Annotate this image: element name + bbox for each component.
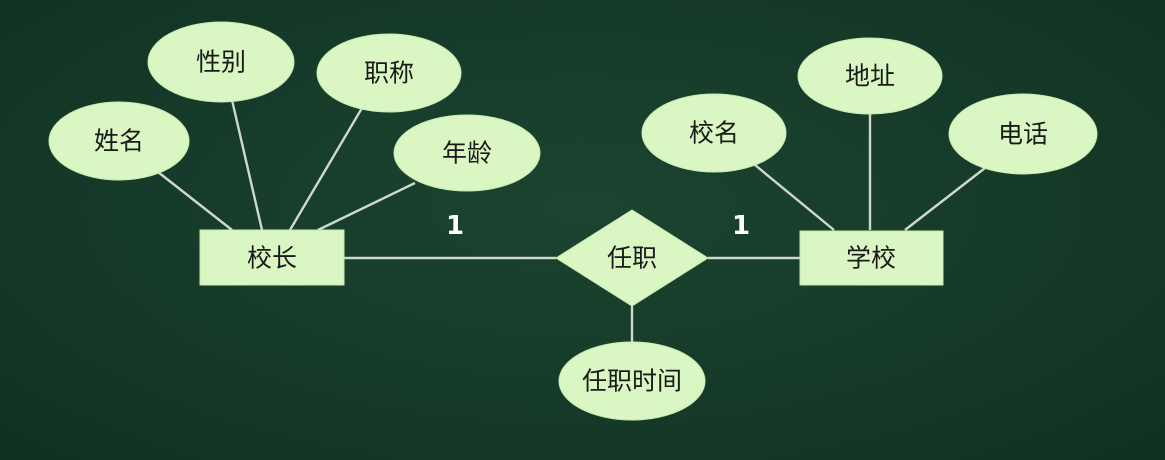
- relationship-group: 任职 任职时间 1 1: [446, 209, 750, 421]
- entity-principal-label: 校长: [247, 244, 297, 273]
- attribute-address-label: 地址: [845, 62, 895, 91]
- connector-gender-principal: [230, 99, 264, 231]
- connector-schoolname-school: [754, 164, 835, 231]
- attribute-name[interactable]: [48, 101, 190, 181]
- attribute-address[interactable]: [797, 37, 943, 115]
- relationship-label: 任职: [607, 244, 657, 273]
- attribute-school-name[interactable]: [641, 93, 787, 173]
- cardinality-right: 1: [732, 211, 750, 241]
- connector-name-principal: [157, 171, 233, 231]
- attribute-tenure-time-label: 任职时间: [582, 367, 682, 396]
- attribute-phone-label: 电话: [998, 120, 1048, 149]
- entity-school[interactable]: [799, 230, 944, 286]
- entity-school-label: 学校: [846, 244, 896, 273]
- connectors: [157, 99, 986, 348]
- school-group: 学校 校名 地址 电话: [641, 37, 1098, 286]
- attribute-school-name-label: 校名: [689, 119, 739, 148]
- entity-principal[interactable]: [199, 229, 345, 286]
- attribute-tenure-time[interactable]: [558, 341, 706, 421]
- connector-title-principal: [288, 107, 364, 231]
- principal-group: 校长 姓名 性别 职称 年龄: [48, 21, 541, 286]
- attribute-name-label: 姓名: [94, 127, 144, 156]
- relationship-diamond[interactable]: [555, 209, 709, 307]
- cardinality-left: 1: [446, 211, 464, 241]
- connector-phone-school: [904, 167, 986, 231]
- attribute-phone[interactable]: [948, 93, 1098, 175]
- attribute-gender-label: 性别: [196, 48, 246, 77]
- attribute-title-label: 职称: [364, 59, 414, 88]
- attribute-age-label: 年龄: [442, 139, 492, 168]
- attribute-title[interactable]: [316, 33, 462, 113]
- attribute-gender[interactable]: [147, 21, 295, 103]
- attribute-age[interactable]: [393, 114, 541, 192]
- connector-age-principal: [317, 181, 416, 232]
